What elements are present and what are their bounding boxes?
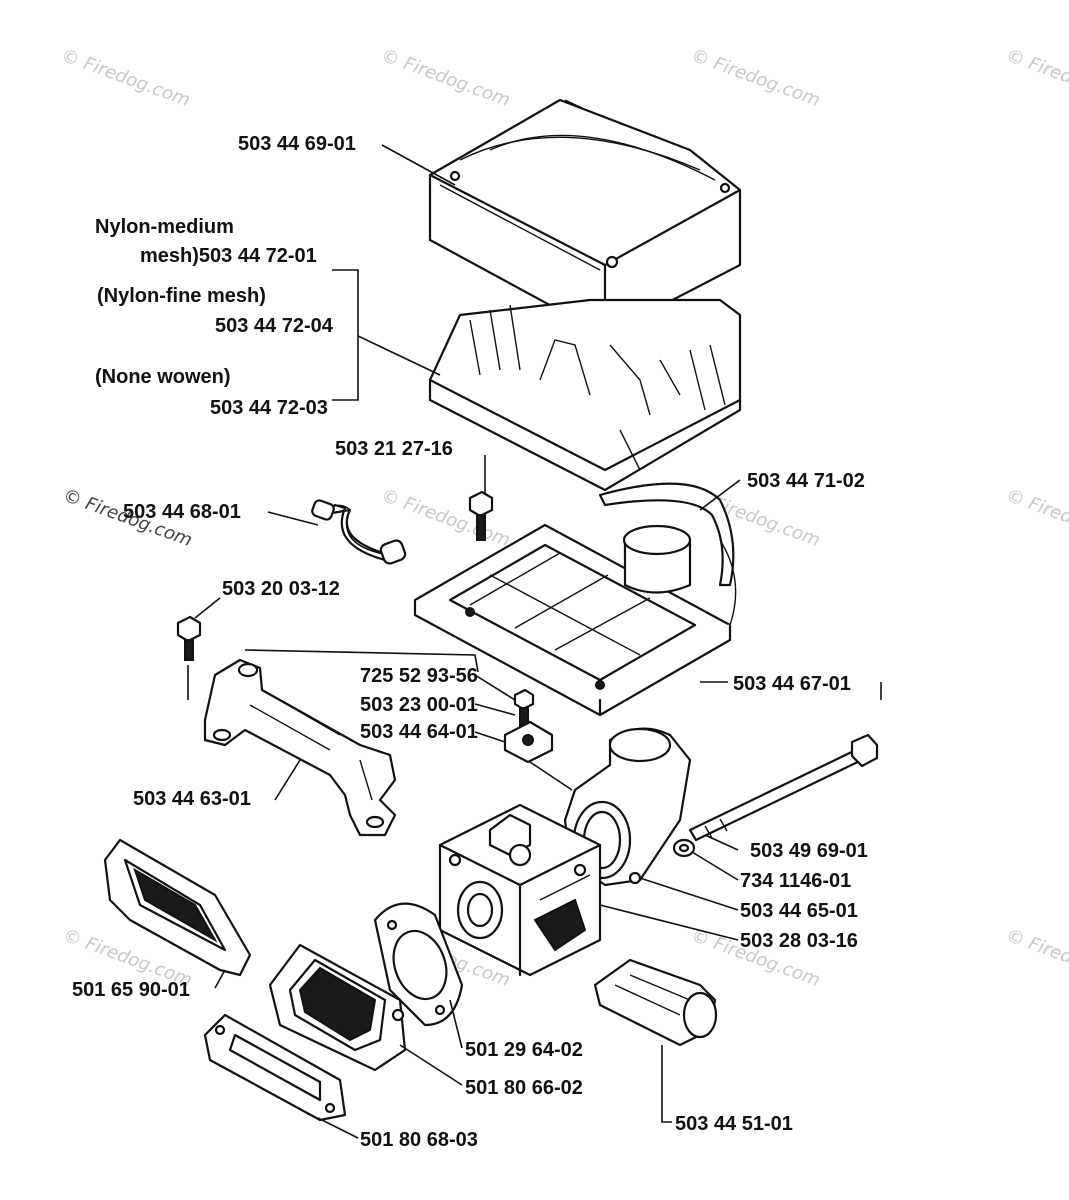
label-hose: 503 44 68-01 xyxy=(123,501,241,523)
rubber-strip xyxy=(598,482,735,587)
intake-flange xyxy=(268,943,407,1072)
label-nut: 503 44 64-01 xyxy=(360,721,478,743)
label-nylon-fine-title: (Nylon-fine mesh) xyxy=(97,285,266,307)
intake-boot xyxy=(103,838,252,977)
label-choke-part: 503 44 51-01 xyxy=(675,1113,793,1135)
filter-holder xyxy=(413,523,737,717)
label-filter-holder: 503 44 67-01 xyxy=(733,673,851,695)
air-filter-cover xyxy=(428,98,742,337)
bracket xyxy=(203,658,397,837)
label-none-woven-part: 503 44 72-03 xyxy=(210,397,328,419)
carburetor xyxy=(438,803,602,977)
round-gasket xyxy=(373,902,464,1027)
screw-top xyxy=(468,490,494,541)
watermark-2: © Firedog.com xyxy=(378,45,513,111)
watermark-3: © Firedog.com xyxy=(688,45,823,111)
screw-left xyxy=(176,615,202,661)
label-air-filter-cover: 503 44 69-01 xyxy=(238,133,356,155)
small-fasteners xyxy=(503,688,554,764)
label-gasket-round: 501 29 64-02 xyxy=(465,1039,583,1061)
label-screw-left: 503 20 03-12 xyxy=(222,578,340,600)
label-bracket: 503 44 63-01 xyxy=(133,788,251,810)
label-nylon-fine-part: 503 44 72-04 xyxy=(215,315,334,337)
watermark-4: © Firedog.com xyxy=(1003,45,1069,111)
washer xyxy=(672,838,696,858)
label-screw-mid: 503 23 00-01 xyxy=(360,694,478,716)
flat-gasket xyxy=(203,1013,347,1122)
label-nylon-medium-title: Nylon-medium xyxy=(95,216,234,238)
air-filter xyxy=(428,298,742,492)
label-gasket-flat: 501 80 68-03 xyxy=(360,1129,478,1151)
part-labels: 503 44 69-01 Nylon-medium mesh)503 44 72… xyxy=(72,133,868,1151)
label-none-woven-title: (None wowen) xyxy=(95,366,231,388)
label-carburetor: 503 28 03-16 xyxy=(740,930,858,952)
choke-part xyxy=(593,958,718,1047)
watermark-1: © Firedog.com xyxy=(58,45,193,111)
label-bolt: 503 49 69-01 xyxy=(750,840,868,862)
label-intake-boot: 501 65 90-01 xyxy=(72,979,190,1001)
watermark-8: © Firedog.com xyxy=(1003,485,1069,551)
watermark-12: © Firedog.com xyxy=(1003,925,1069,991)
label-intake-flange: 501 80 66-02 xyxy=(465,1077,583,1099)
hose xyxy=(311,499,407,565)
label-washer-2: 734 1146-01 xyxy=(740,870,851,892)
long-bolt xyxy=(688,733,879,842)
label-strip: 503 44 71-02 xyxy=(747,470,865,492)
label-washer-1: 725 52 93-56 xyxy=(360,665,478,687)
adapter xyxy=(563,727,692,887)
leader-lines xyxy=(187,144,882,1139)
label-nylon-medium-part: mesh)503 44 72-01 xyxy=(140,245,317,267)
label-screw-top: 503 21 27-16 xyxy=(335,438,453,460)
label-adapter: 503 44 65-01 xyxy=(740,900,858,922)
